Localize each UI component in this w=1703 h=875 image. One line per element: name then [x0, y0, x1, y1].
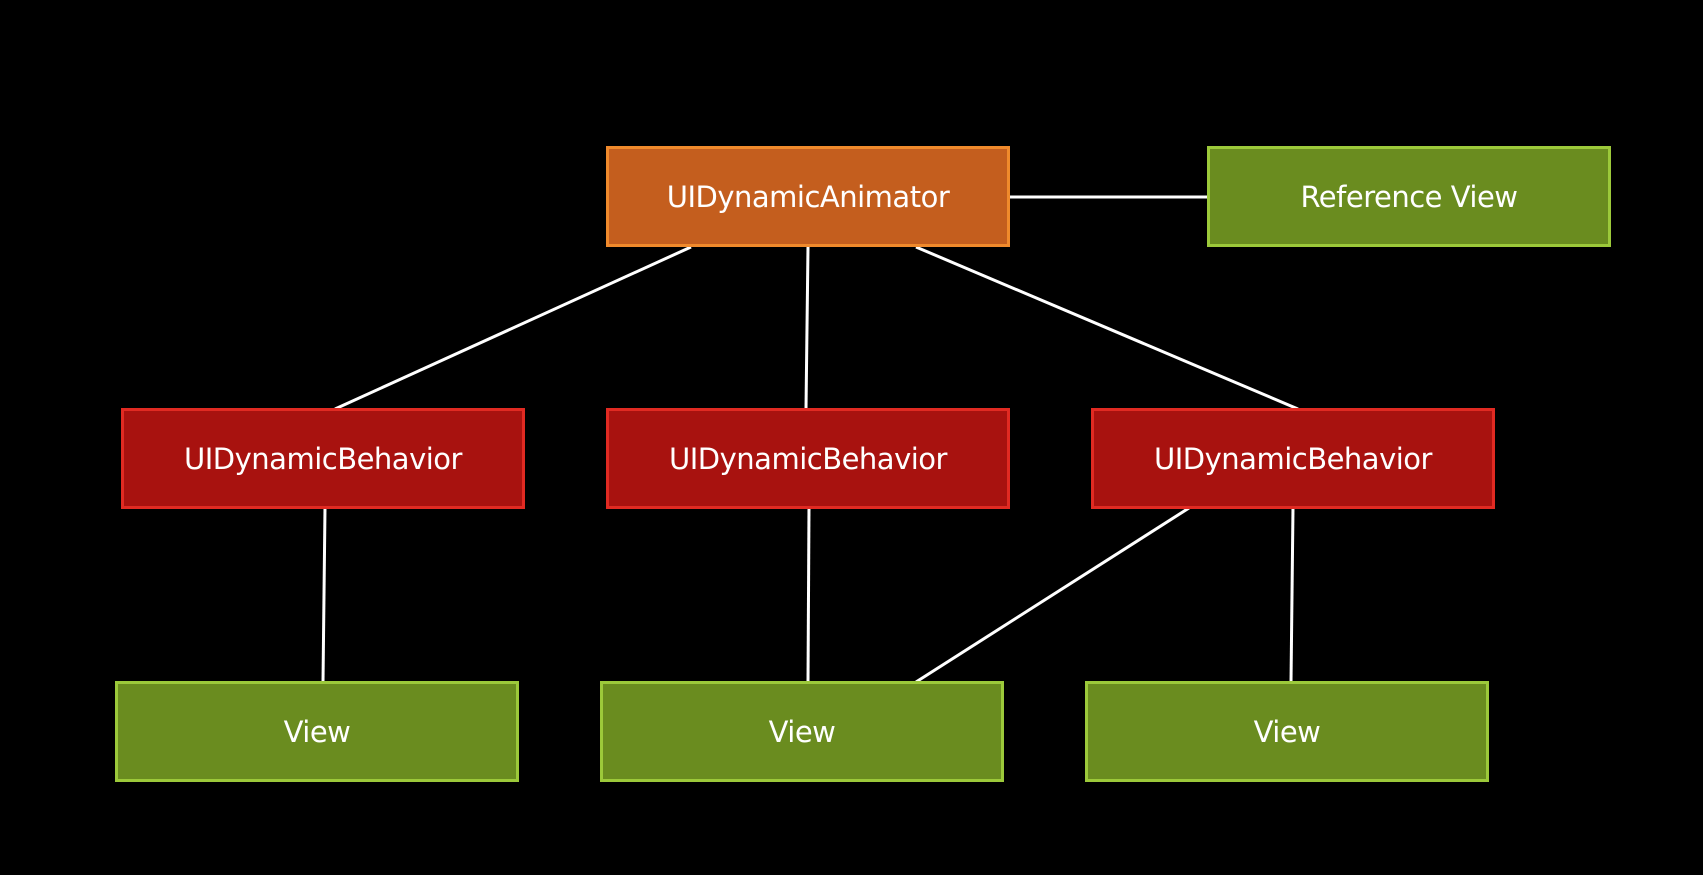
view-node-3: View [1085, 681, 1489, 782]
view-label: View [1253, 714, 1321, 749]
reference-view-node: Reference View [1207, 146, 1611, 247]
animator-label: UIDynamicAnimator [666, 179, 950, 214]
edge-animator-behavior-1 [334, 245, 692, 411]
view-node-1: View [115, 681, 519, 782]
behavior-node-1: UIDynamicBehavior [121, 408, 525, 509]
view-label: View [283, 714, 351, 749]
edge-animator-behavior-3 [915, 245, 1299, 411]
behavior-label: UIDynamicBehavior [184, 441, 462, 476]
edge-behavior-3-view-3 [1289, 507, 1295, 683]
edge-behavior-2-view-2 [806, 507, 811, 683]
edge-animator-behavior-2 [804, 246, 810, 410]
behavior-node-3: UIDynamicBehavior [1091, 408, 1495, 509]
animator-node: UIDynamicAnimator [606, 146, 1010, 247]
behavior-node-2: UIDynamicBehavior [606, 408, 1010, 509]
edge-behavior-3-view-2 [915, 506, 1190, 684]
behavior-label: UIDynamicBehavior [669, 441, 947, 476]
view-node-2: View [600, 681, 1004, 782]
edge-behavior-1-view-1 [321, 507, 327, 683]
view-label: View [768, 714, 836, 749]
reference-view-label: Reference View [1300, 179, 1518, 214]
behavior-label: UIDynamicBehavior [1154, 441, 1432, 476]
